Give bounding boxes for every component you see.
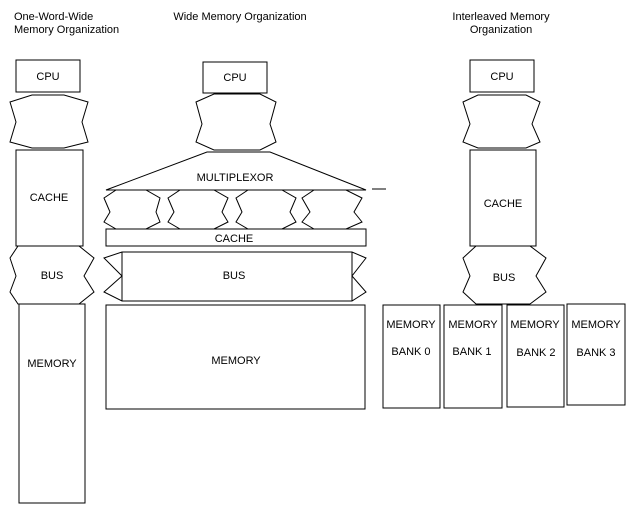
interleaved-cache-label: CACHE <box>484 198 523 210</box>
interleaved-bus-shape <box>462 245 547 305</box>
interleaved-column: CPU CACHE BUS MEMORY BANK 0 MEMORY BANK … <box>382 59 626 409</box>
wide-cache-label: CACHE <box>215 233 254 245</box>
memory-bank-2-label: MEMORY <box>510 319 560 331</box>
interleaved-cpu-box <box>469 59 535 93</box>
memory-bank-3-label: MEMORY <box>571 319 621 331</box>
memory-bank-0-sub: BANK 0 <box>391 346 430 358</box>
wide-bus-shape <box>103 251 367 302</box>
wide-cache-box <box>105 228 367 247</box>
interleaved-cache-box <box>469 149 537 247</box>
memory-bank-3-sub: BANK 3 <box>576 347 615 359</box>
one-word-bus-shape <box>9 245 95 305</box>
wide-mux-cache-connector-4 <box>301 189 363 230</box>
memory-bank-2-box <box>506 304 565 408</box>
title-one-word-line2: Memory Organization <box>14 24 119 36</box>
memory-bank-0-box <box>382 304 441 409</box>
wide-memory-label: MEMORY <box>211 355 261 367</box>
wide-cpu-label: CPU <box>223 72 246 84</box>
memory-bank-1-label: MEMORY <box>448 319 498 331</box>
title-one-word-line1: One-Word-Wide <box>14 11 93 23</box>
title-wide: Wide Memory Organization <box>173 11 306 23</box>
memory-bank-3-box <box>566 303 626 406</box>
one-word-cache-box <box>15 149 84 247</box>
interleaved-cpu-label: CPU <box>490 71 513 83</box>
one-word-cpu-cache-connector <box>9 94 89 149</box>
one-word-cache-label: CACHE <box>30 192 69 204</box>
wide-multiplexor-label: MULTIPLEXOR <box>197 172 274 184</box>
title-interleaved-line2: Organization <box>470 24 532 36</box>
one-word-column: CPU CACHE BUS MEMORY <box>9 59 95 504</box>
one-word-cpu-box <box>15 59 81 93</box>
title-interleaved-line1: Interleaved Memory <box>452 11 550 23</box>
one-word-memory-label: MEMORY <box>27 358 77 370</box>
wide-cpu-box <box>202 61 268 94</box>
one-word-memory-box <box>18 303 86 504</box>
memory-bank-1-box <box>443 304 503 409</box>
wide-column: CPU MULTIPLEXOR CACHE BUS MEMORY <box>103 61 386 410</box>
one-word-bus-label: BUS <box>41 270 64 282</box>
memory-bank-1-sub: BANK 1 <box>452 346 491 358</box>
one-word-cpu-label: CPU <box>36 71 59 83</box>
wide-cpu-mux-connector <box>195 93 277 151</box>
memory-bank-0-label: MEMORY <box>386 319 436 331</box>
interleaved-cpu-cache-connector <box>462 94 541 149</box>
memory-bank-2-sub: BANK 2 <box>516 347 555 359</box>
wide-mux-cache-connector-2 <box>167 189 229 230</box>
wide-mux-cache-connector-3 <box>235 189 297 230</box>
wide-multiplexor-shape <box>105 151 367 191</box>
wide-bus-label: BUS <box>223 270 246 282</box>
interleaved-bus-label: BUS <box>493 272 516 284</box>
wide-mux-cache-connector-1 <box>103 189 161 230</box>
wide-memory-box <box>105 304 366 410</box>
